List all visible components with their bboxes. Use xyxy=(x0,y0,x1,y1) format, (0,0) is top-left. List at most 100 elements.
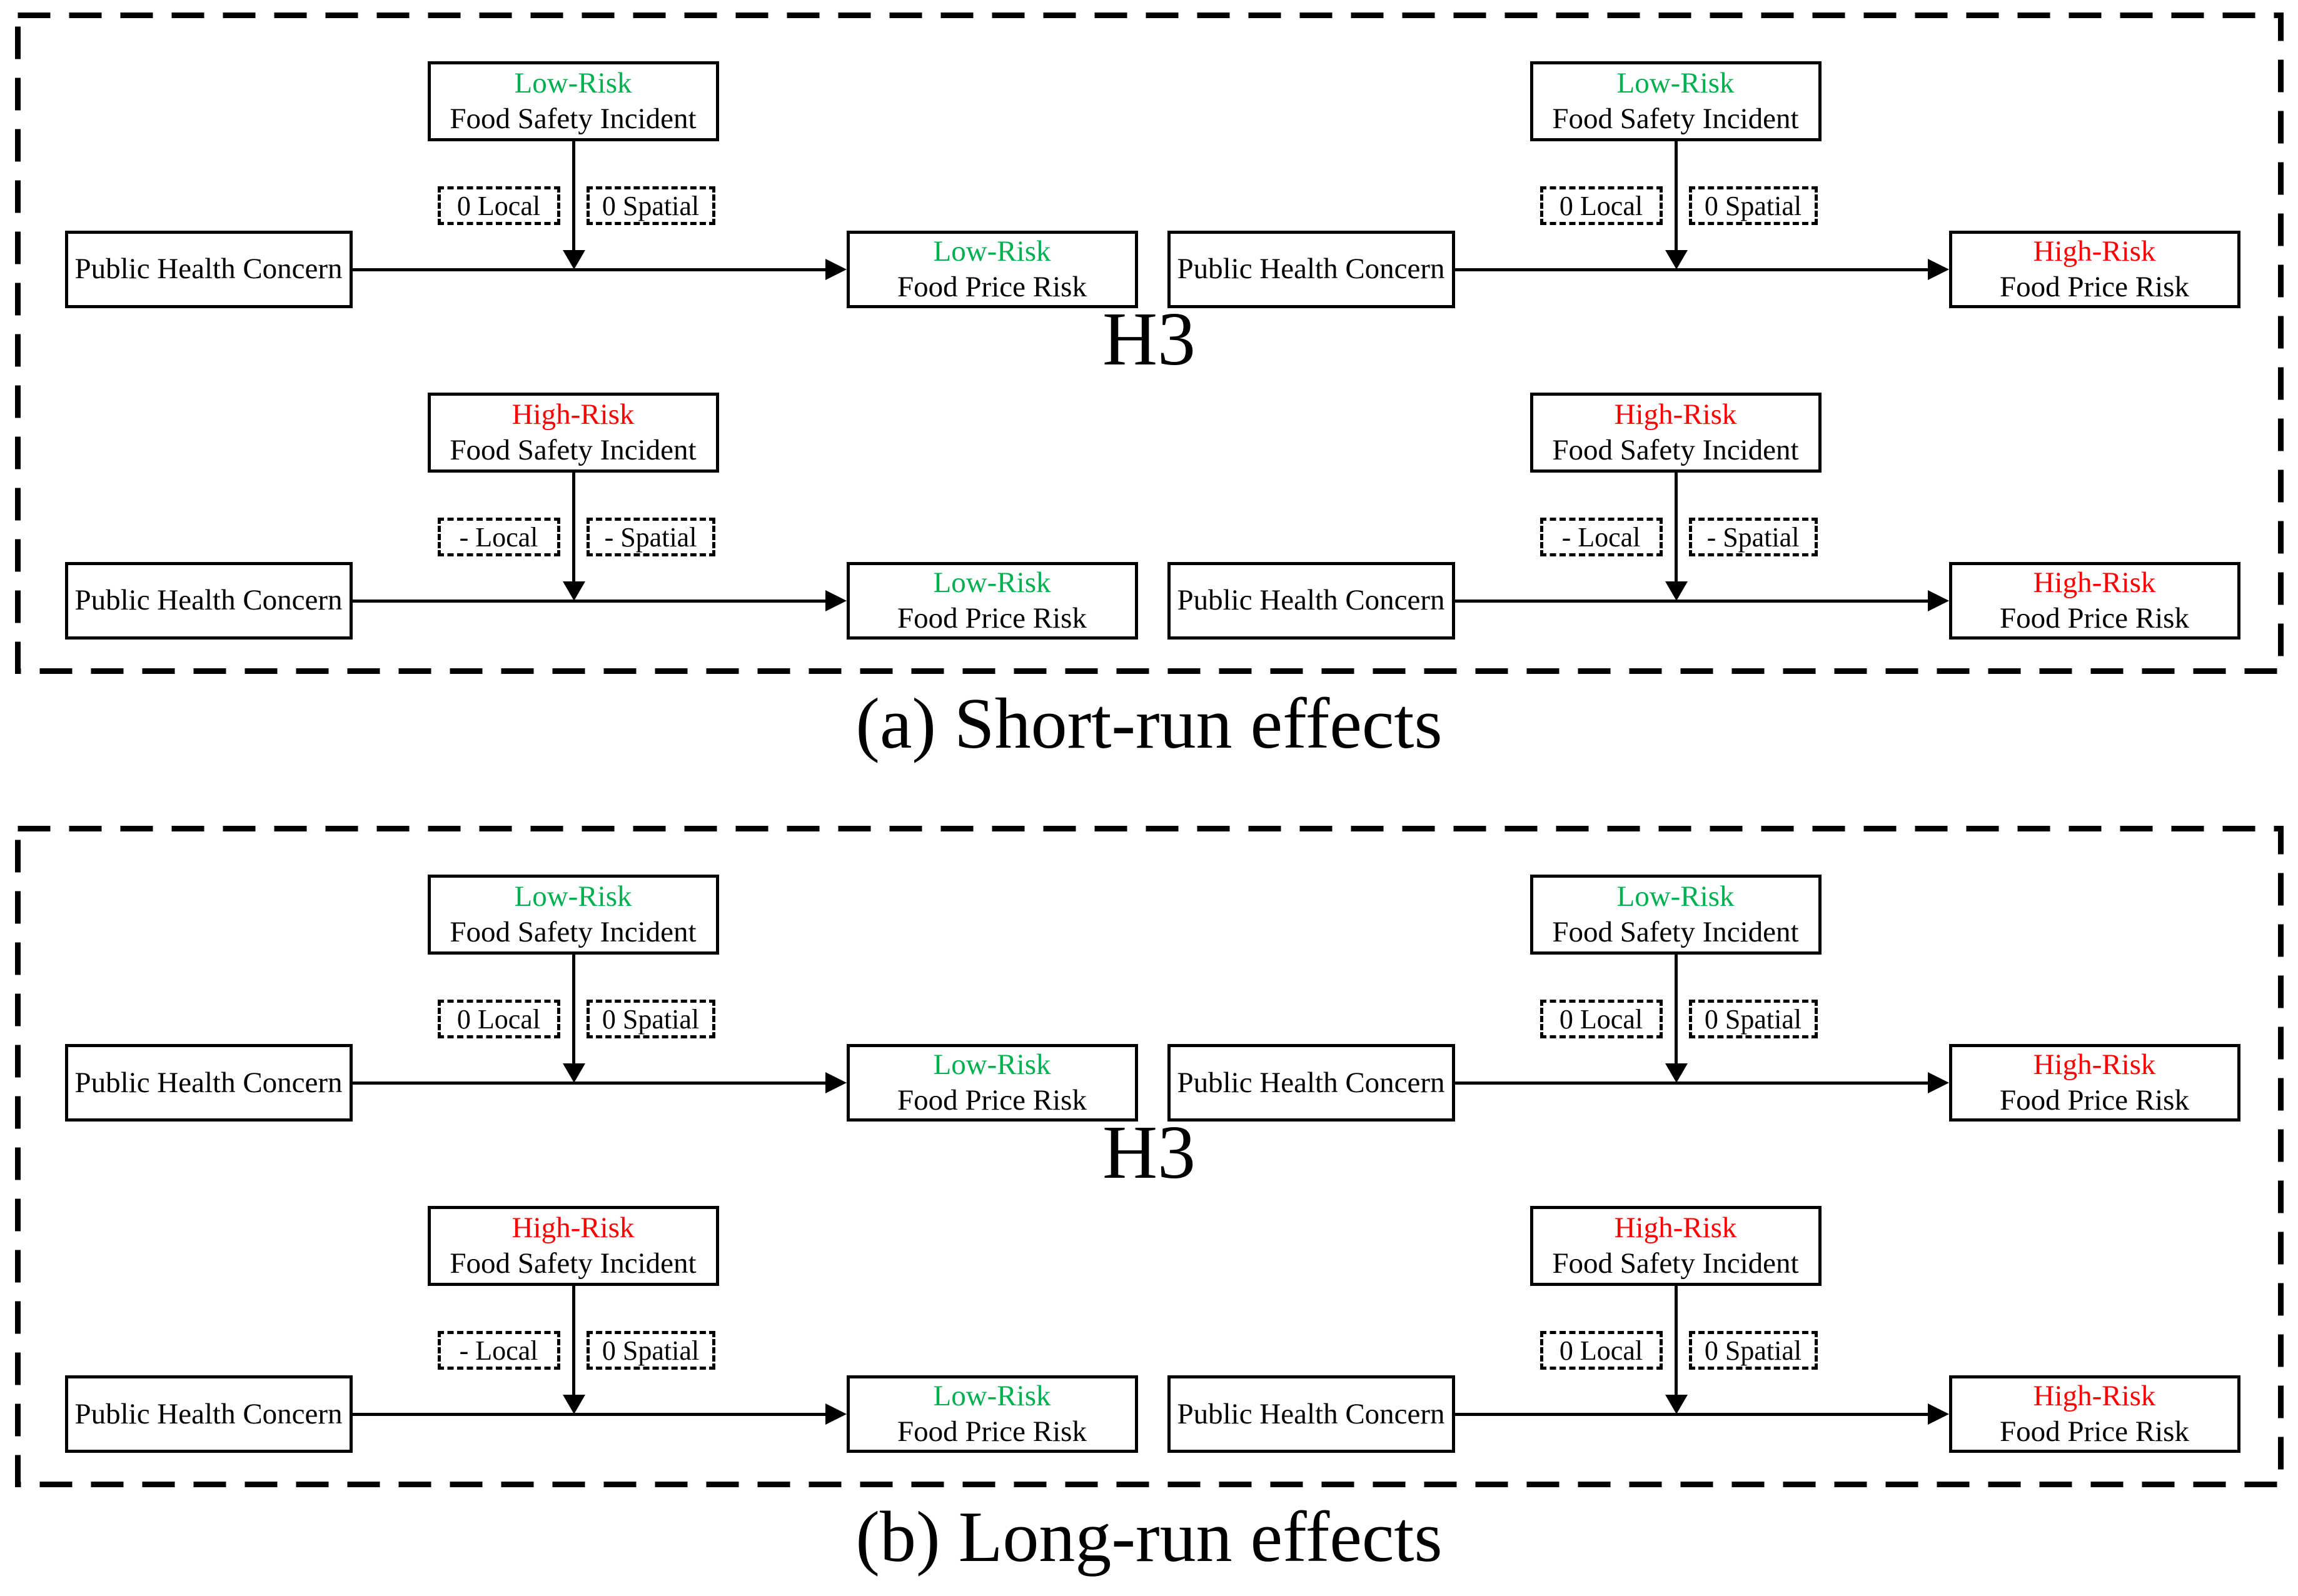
food-price-risk-box: Low-Risk Food Price Risk xyxy=(846,231,1138,308)
food-price-risk-box: Low-Risk Food Price Risk xyxy=(846,1375,1138,1453)
local-effect-box: - Local xyxy=(1540,518,1663,556)
quadrant-bottom-right: High-Risk Food Safety Incident 0 Local 0… xyxy=(1155,1206,2246,1453)
down-arrowhead-icon xyxy=(562,250,585,269)
spatial-effect-box: 0 Spatial xyxy=(1688,1331,1818,1370)
causal-arrow-line xyxy=(352,1413,826,1417)
local-effect-box: 0 Local xyxy=(1540,1000,1663,1039)
moderation-arrow-line xyxy=(1674,955,1678,1065)
right-arrowhead-icon xyxy=(1927,590,1949,611)
outcome-risk-label: Low-Risk xyxy=(933,1380,1051,1413)
down-arrowhead-icon xyxy=(1665,1395,1688,1415)
outcome-risk-label: High-Risk xyxy=(2033,566,2156,599)
quadrant-top-left: Low-Risk Food Safety Incident 0 Local 0 … xyxy=(53,875,1144,1122)
outcome-risk-label: Low-Risk xyxy=(933,566,1051,599)
quadrant-bottom-left: High-Risk Food Safety Incident - Local 0… xyxy=(53,1206,1144,1453)
food-safety-incident-box: Low-Risk Food Safety Incident xyxy=(427,61,719,141)
spatial-effect-box: - Spatial xyxy=(1688,518,1818,556)
spatial-effect-box: 0 Spatial xyxy=(586,1331,715,1370)
down-arrowhead-icon xyxy=(1665,1063,1688,1083)
right-arrowhead-icon xyxy=(1927,1403,1949,1425)
outcome-risk-label: High-Risk xyxy=(2033,1380,2156,1413)
row-low-risk-incident: Low-Risk Food Safety Incident 0 Local 0 … xyxy=(53,875,2246,1122)
down-arrowhead-icon xyxy=(1665,581,1688,601)
food-safety-incident-box: Low-Risk Food Safety Incident xyxy=(1529,61,1822,141)
spatial-effect-box: - Spatial xyxy=(586,518,715,556)
panel-short-run: Low-Risk Food Safety Incident 0 Local 0 … xyxy=(14,13,2284,674)
moderation-arrow-line xyxy=(572,1286,575,1397)
incident-name-label: Food Safety Incident xyxy=(450,434,697,466)
moderation-arrow-line xyxy=(572,141,575,251)
incident-risk-label: Low-Risk xyxy=(1616,880,1735,913)
food-safety-incident-box: Low-Risk Food Safety Incident xyxy=(427,875,719,955)
causal-arrow-line xyxy=(1454,268,1928,271)
quadrant-bottom-left: High-Risk Food Safety Incident - Local -… xyxy=(53,393,1144,640)
incident-risk-label: High-Risk xyxy=(1614,1212,1737,1245)
food-safety-incident-box: High-Risk Food Safety Incident xyxy=(427,393,719,473)
outcome-risk-label: High-Risk xyxy=(2033,1048,2156,1082)
quadrant-top-left: Low-Risk Food Safety Incident 0 Local 0 … xyxy=(53,61,1144,308)
causal-arrow-line xyxy=(1454,1413,1928,1417)
spatial-effect-box: 0 Spatial xyxy=(1688,1000,1818,1039)
food-safety-incident-box: High-Risk Food Safety Incident xyxy=(427,1206,719,1287)
outcome-name-label: Food Price Risk xyxy=(2000,271,2189,303)
source-label: Public Health Concern xyxy=(74,1066,343,1099)
food-safety-incident-box: High-Risk Food Safety Incident xyxy=(1529,393,1822,473)
incident-risk-label: High-Risk xyxy=(512,398,635,431)
local-effect-box: 0 Local xyxy=(437,1000,560,1039)
source-label: Public Health Concern xyxy=(74,584,343,617)
spatial-effect-box: 0 Spatial xyxy=(586,186,715,225)
right-arrowhead-icon xyxy=(825,590,847,611)
outcome-name-label: Food Price Risk xyxy=(897,271,1087,303)
food-price-risk-box: High-Risk Food Price Risk xyxy=(1948,1375,2240,1453)
source-label: Public Health Concern xyxy=(74,253,343,286)
local-effect-box: 0 Local xyxy=(1540,1331,1663,1370)
spatial-effect-box: 0 Spatial xyxy=(1688,186,1818,225)
down-arrowhead-icon xyxy=(562,581,585,601)
right-arrowhead-icon xyxy=(825,1072,847,1094)
public-health-concern-box: Public Health Concern xyxy=(1167,1375,1455,1453)
public-health-concern-box: Public Health Concern xyxy=(1167,1044,1455,1122)
source-label: Public Health Concern xyxy=(74,1397,343,1430)
outcome-risk-label: High-Risk xyxy=(2033,234,2156,268)
local-effect-box: 0 Local xyxy=(437,186,560,225)
moderation-arrow-line xyxy=(1674,1286,1678,1397)
incident-name-label: Food Safety Incident xyxy=(450,1247,697,1280)
food-safety-incident-box: Low-Risk Food Safety Incident xyxy=(1529,875,1822,955)
quadrant-bottom-right: High-Risk Food Safety Incident - Local -… xyxy=(1155,393,2246,640)
incident-name-label: Food Safety Incident xyxy=(1552,103,1799,135)
panel-dashed-border xyxy=(14,13,2284,674)
incident-risk-label: High-Risk xyxy=(1614,398,1737,431)
incident-risk-label: High-Risk xyxy=(512,1212,635,1245)
spatial-effect-box: 0 Spatial xyxy=(586,1000,715,1039)
outcome-name-label: Food Price Risk xyxy=(2000,602,2189,635)
source-label: Public Health Concern xyxy=(1177,1066,1445,1099)
outcome-name-label: Food Price Risk xyxy=(897,1084,1087,1117)
panel-content: Low-Risk Food Safety Incident 0 Local 0 … xyxy=(15,13,2284,640)
local-effect-box: 0 Local xyxy=(1540,186,1663,225)
food-price-risk-box: High-Risk Food Price Risk xyxy=(1948,1044,2240,1122)
down-arrowhead-icon xyxy=(562,1063,585,1083)
public-health-concern-box: Public Health Concern xyxy=(64,1044,353,1122)
row-high-risk-incident: High-Risk Food Safety Incident - Local -… xyxy=(53,393,2246,640)
down-arrowhead-icon xyxy=(562,1395,585,1415)
right-arrowhead-icon xyxy=(1927,259,1949,280)
row-low-risk-incident: Low-Risk Food Safety Incident 0 Local 0 … xyxy=(53,61,2246,308)
right-arrowhead-icon xyxy=(825,259,847,280)
down-arrowhead-icon xyxy=(1665,250,1688,269)
panel-dashed-border xyxy=(14,826,2284,1488)
source-label: Public Health Concern xyxy=(1177,584,1445,617)
food-safety-incident-box: High-Risk Food Safety Incident xyxy=(1529,1206,1822,1287)
incident-name-label: Food Safety Incident xyxy=(1552,434,1799,466)
quadrant-top-right: Low-Risk Food Safety Incident 0 Local 0 … xyxy=(1155,875,2246,1122)
row-high-risk-incident: High-Risk Food Safety Incident - Local 0… xyxy=(53,1206,2246,1453)
hypothesis-label: H3 xyxy=(1102,1110,1196,1195)
outcome-risk-label: Low-Risk xyxy=(933,1048,1051,1082)
source-label: Public Health Concern xyxy=(1177,253,1445,286)
causal-arrow-line xyxy=(352,1082,826,1085)
outcome-name-label: Food Price Risk xyxy=(897,1415,1087,1448)
moderation-arrow-line xyxy=(572,955,575,1065)
causal-arrow-line xyxy=(352,600,826,603)
outcome-name-label: Food Price Risk xyxy=(2000,1084,2189,1117)
food-price-risk-box: Low-Risk Food Price Risk xyxy=(846,562,1138,640)
